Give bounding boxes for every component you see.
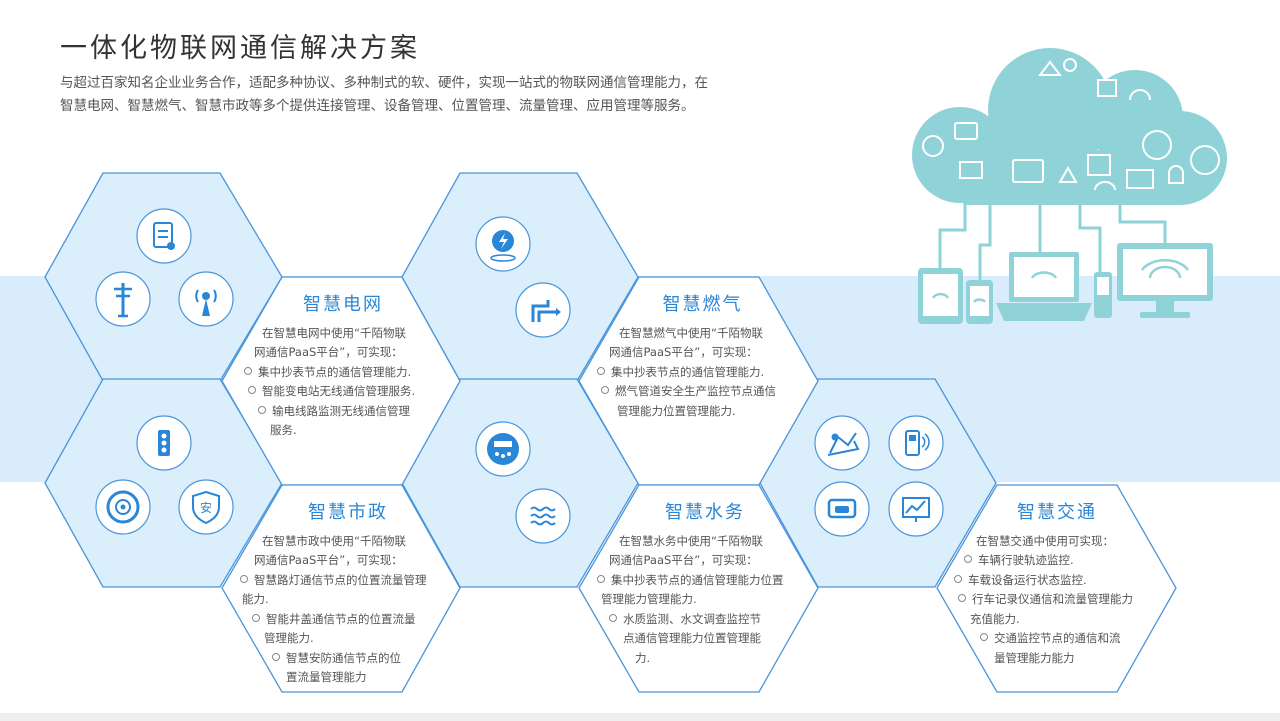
section-line: 在智慧交通中使用可实现： bbox=[976, 533, 1114, 548]
gas-pipe-icon bbox=[515, 282, 571, 338]
bullet-icon bbox=[980, 633, 988, 641]
section-line: 智能井盖通信节点的位置流量 bbox=[266, 611, 416, 626]
bullet-icon bbox=[244, 366, 252, 375]
power-tower-icon bbox=[95, 271, 151, 327]
bullet-icon bbox=[240, 574, 248, 583]
clipboard-icon bbox=[136, 208, 192, 264]
section-title: 智慧交通 bbox=[1017, 502, 1097, 523]
traffic-light-icon bbox=[136, 415, 192, 471]
vehicle-monitor-icon bbox=[814, 481, 870, 537]
bullet-icon bbox=[964, 555, 972, 563]
section-line: 能力. bbox=[242, 592, 269, 606]
section-line: 在智慧电网中使用“千陌物联 bbox=[262, 325, 406, 340]
section-line: 网通信PaaS平台”，可实现： bbox=[254, 553, 403, 567]
section-line: 量管理能力能力 bbox=[994, 650, 1075, 665]
signal-tower-icon bbox=[178, 271, 234, 327]
section-line: 智能变电站无线通信管理服务. bbox=[262, 384, 416, 398]
cloud-network-illustration bbox=[912, 48, 1227, 324]
section-line: 管理能力位置管理能力. bbox=[617, 403, 736, 418]
section-line: 充值能力. bbox=[970, 611, 1020, 626]
section-line: 网通信PaaS平台”，可实现： bbox=[609, 553, 758, 567]
section-line: 管理能力. bbox=[264, 631, 314, 645]
lightning-pin-icon bbox=[475, 216, 531, 272]
section-line: 在智慧燃气中使用“千陌物联 bbox=[619, 325, 763, 340]
bullet-icon bbox=[601, 386, 609, 394]
bullet-icon bbox=[609, 613, 617, 622]
section-line: 水质监测、水文调查监控节 bbox=[623, 611, 761, 626]
section-line: 车辆行驶轨迹监控. bbox=[978, 553, 1074, 567]
security-shield-icon: 安 bbox=[178, 479, 234, 535]
section-line: 行车记录仪通信和流量管理能力 bbox=[972, 592, 1133, 606]
section-smart-traffic: 智慧交通 在智慧交通中使用可实现： 车辆行驶轨迹监控. 车载设备运行状态监控. … bbox=[952, 503, 1162, 668]
bullet-icon bbox=[258, 405, 266, 414]
section-smart-gas: 智慧燃气 在智慧燃气中使用“千陌物联 网通信PaaS平台”，可实现： 集中抄表节… bbox=[595, 295, 810, 421]
section-line: 交通监控节点的通信和流 bbox=[994, 631, 1121, 645]
bullet-icon bbox=[272, 652, 280, 661]
section-smart-city: 智慧市政 在智慧市政中使用“千陌物联 网通信PaaS平台”，可实现： 智慧路灯通… bbox=[238, 503, 458, 688]
section-line: 在智慧水务中使用“千陌物联 bbox=[619, 533, 763, 548]
target-dial-icon bbox=[95, 479, 151, 535]
section-line: 集中抄表节点的通信管理能力. bbox=[611, 364, 765, 379]
section-line: 网通信PaaS平台”，可实现： bbox=[609, 345, 758, 359]
section-title: 智慧电网 bbox=[303, 294, 383, 315]
section-line: 网通信PaaS平台”，可实现： bbox=[254, 345, 403, 359]
section-smart-water: 智慧水务 在智慧水务中使用“千陌物联 网通信PaaS平台”，可实现： 集中抄表节… bbox=[595, 503, 815, 668]
bottom-bar bbox=[0, 713, 1280, 721]
bullet-icon bbox=[597, 366, 605, 375]
chart-screen-icon bbox=[888, 481, 944, 537]
section-line: 车载设备运行状态监控. bbox=[968, 572, 1087, 587]
bullet-icon bbox=[597, 574, 605, 583]
bullet-icon bbox=[958, 594, 966, 602]
water-waves-icon bbox=[515, 488, 571, 544]
map-route-icon bbox=[814, 415, 870, 471]
section-line: 燃气管道安全生产监控节点通信 bbox=[615, 384, 776, 398]
section-line: 服务. bbox=[270, 423, 297, 437]
section-line: 智慧安防通信节点的位 bbox=[286, 650, 401, 665]
section-line: 力. bbox=[635, 650, 651, 665]
hex-city-text bbox=[221, 484, 461, 693]
section-line: 集中抄表节点的通信管理能力位置 bbox=[611, 572, 784, 587]
svg-text:安: 安 bbox=[200, 500, 212, 515]
section-line: 智慧路灯通信节点的位置流量管理 bbox=[254, 572, 427, 587]
section-title: 智慧水务 bbox=[665, 502, 745, 523]
hex-water-text bbox=[578, 484, 819, 693]
water-meter-icon bbox=[475, 421, 531, 477]
section-line: 置流量管理能力 bbox=[286, 670, 367, 684]
bullet-icon bbox=[954, 574, 962, 583]
section-title: 智慧燃气 bbox=[662, 294, 743, 315]
section-smart-grid: 智慧电网 在智慧电网中使用“千陌物联 网通信PaaS平台”，可实现： 集中抄表节… bbox=[238, 295, 448, 441]
section-line: 点通信管理能力位置管理能 bbox=[623, 631, 761, 645]
bullet-icon bbox=[248, 386, 256, 394]
intro-paragraph: 与超过百家知名企业业务合作，适配多种协议、多种制式的软、硬件，实现一站式的物联网… bbox=[60, 75, 708, 114]
section-line: 在智慧市政中使用“千陌物联 bbox=[262, 533, 406, 548]
section-line: 管理能力管理能力. bbox=[601, 592, 697, 606]
bullet-icon bbox=[252, 613, 260, 622]
section-line: 输电线路监测无线通信管理 bbox=[272, 403, 410, 418]
phone-wifi-icon bbox=[888, 415, 944, 471]
section-line: 集中抄表节点的通信管理能力. bbox=[258, 364, 412, 379]
section-title: 智慧市政 bbox=[308, 502, 388, 523]
hex-traffic-text bbox=[936, 484, 1177, 693]
page-title: 一体化物联网通信解决方案 bbox=[60, 33, 420, 64]
